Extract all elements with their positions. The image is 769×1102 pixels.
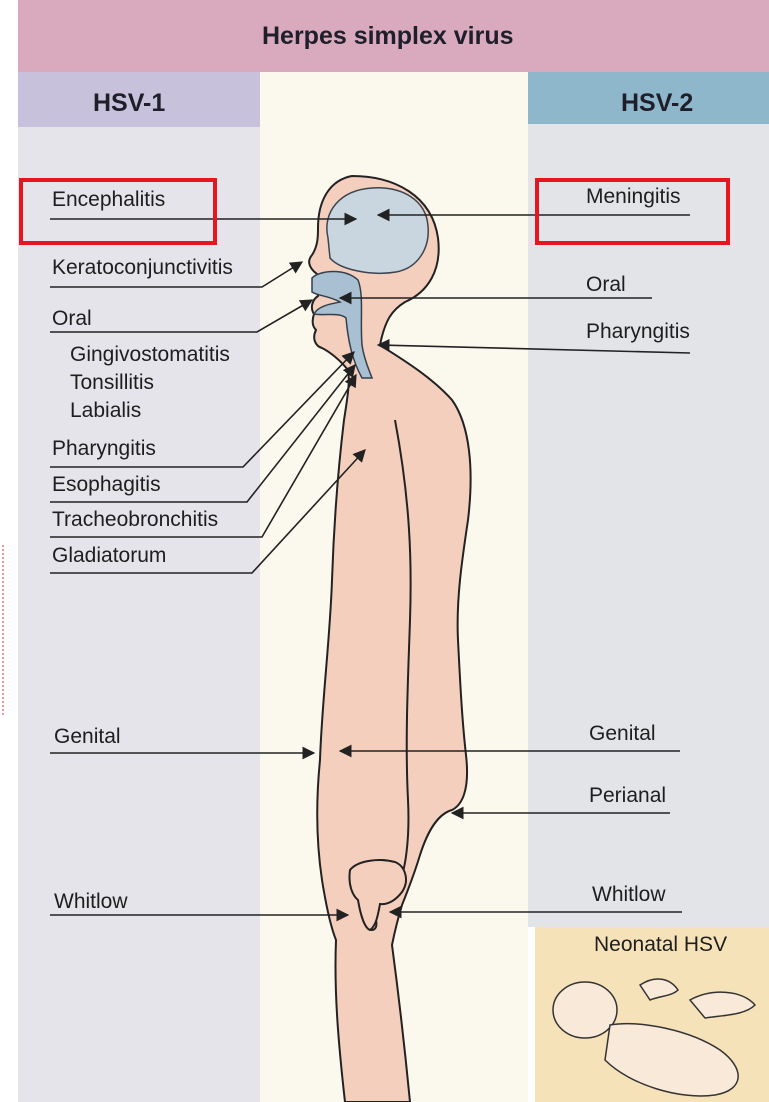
label-esophagitis: Esophagitis [52, 473, 161, 497]
label-keratoconjunctivitis: Keratoconjunctivitis [52, 256, 233, 280]
label-oral-hsv2: Oral [586, 273, 626, 297]
arrow-pharyngitis-hsv2 [378, 345, 690, 353]
diagram-title: Herpes simplex virus [262, 22, 514, 51]
label-genital-hsv2: Genital [589, 722, 656, 746]
hsv1-header: HSV-1 [93, 89, 165, 118]
label-tonsillitis: Tonsillitis [70, 371, 154, 395]
label-gladiatorum: Gladiatorum [52, 544, 166, 568]
label-pharyngitis-hsv1: Pharyngitis [52, 437, 156, 461]
label-labialis: Labialis [70, 399, 141, 423]
label-gingivostomatitis: Gingivostomatitis [70, 343, 230, 367]
label-encephalitis: Encephalitis [52, 188, 165, 212]
label-neonatal-hsv: Neonatal HSV [594, 933, 727, 957]
label-whitlow-hsv2: Whitlow [592, 883, 666, 907]
label-genital-hsv1: Genital [54, 725, 121, 749]
label-oral-hsv1: Oral [52, 307, 92, 331]
label-tracheobronchitis: Tracheobronchitis [52, 508, 218, 532]
label-pharyngitis-hsv2: Pharyngitis [586, 320, 690, 344]
label-meningitis: Meningitis [586, 185, 681, 209]
hsv2-header: HSV-2 [621, 89, 693, 118]
label-perianal: Perianal [589, 784, 666, 808]
label-whitlow-hsv1: Whitlow [54, 890, 128, 914]
